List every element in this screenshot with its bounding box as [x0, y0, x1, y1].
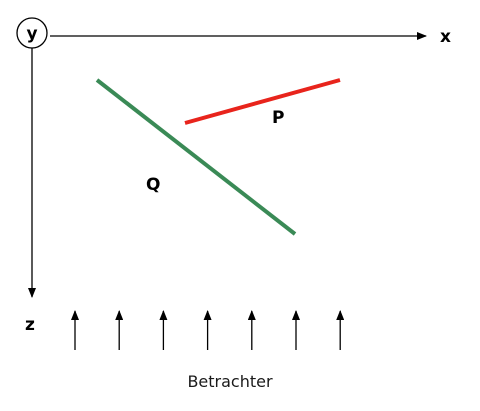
viewer-label: Betrachter [187, 372, 273, 391]
segment-p-label: P [272, 108, 284, 128]
segment-p [184, 78, 341, 125]
y-axis-label: y [26, 24, 37, 44]
segment-q [95, 78, 297, 236]
segment-q-label: Q [146, 175, 160, 195]
x-axis-label: x [440, 27, 451, 47]
z-axis-label: z [25, 315, 35, 335]
viewer-arrows [71, 310, 345, 350]
